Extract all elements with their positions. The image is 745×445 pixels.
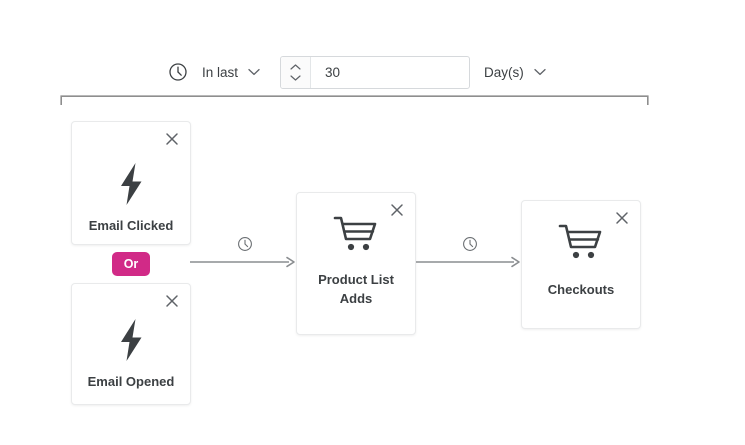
or-badge[interactable]: Or [112,252,150,276]
shopping-cart-icon [333,216,377,251]
chevron-up-icon[interactable] [290,63,301,70]
shopping-cart-icon [558,224,602,259]
close-icon[interactable] [613,209,631,227]
chevron-down-icon[interactable] [290,74,301,81]
chevron-down-icon [534,68,546,76]
card-icon-wrapper [297,215,415,253]
clock-icon [238,237,252,251]
close-icon[interactable] [163,292,181,310]
timeframe-bracket [60,95,649,105]
timeframe-select-label: In last [202,64,239,80]
card-label: Product List Adds [318,272,394,306]
flow-card-checkouts[interactable]: Checkouts [521,200,641,329]
flow-card-email-clicked[interactable]: Email Clicked [71,121,191,245]
flow-card-email-opened[interactable]: Email Opened [71,283,191,405]
card-icon-wrapper [522,223,640,261]
card-label: Email Opened [87,374,175,389]
lightning-bolt-icon [121,319,142,361]
quantity-stepper[interactable] [281,56,312,88]
clock-icon [169,63,187,81]
card-icon-wrapper [72,318,190,362]
timeframe-toolbar: In last Day(s) [168,55,546,89]
chevron-down-icon [248,68,260,76]
clock-icon [463,237,477,251]
duration-input[interactable] [311,56,470,88]
flow-card-product-list-adds[interactable]: Product List Adds [296,192,416,335]
timeframe-select[interactable]: In last [202,65,260,80]
card-icon-wrapper [72,162,190,206]
arrow-right-icon [190,256,295,268]
card-label: Email Clicked [88,218,174,233]
arrow-right-icon [416,256,520,268]
unit-select[interactable]: Day(s) [484,65,546,80]
close-icon[interactable] [163,130,181,148]
duration-field [280,55,471,89]
unit-select-label: Day(s) [484,64,524,80]
card-label: Checkouts [547,282,615,297]
close-icon[interactable] [388,201,406,219]
lightning-bolt-icon [121,163,142,205]
